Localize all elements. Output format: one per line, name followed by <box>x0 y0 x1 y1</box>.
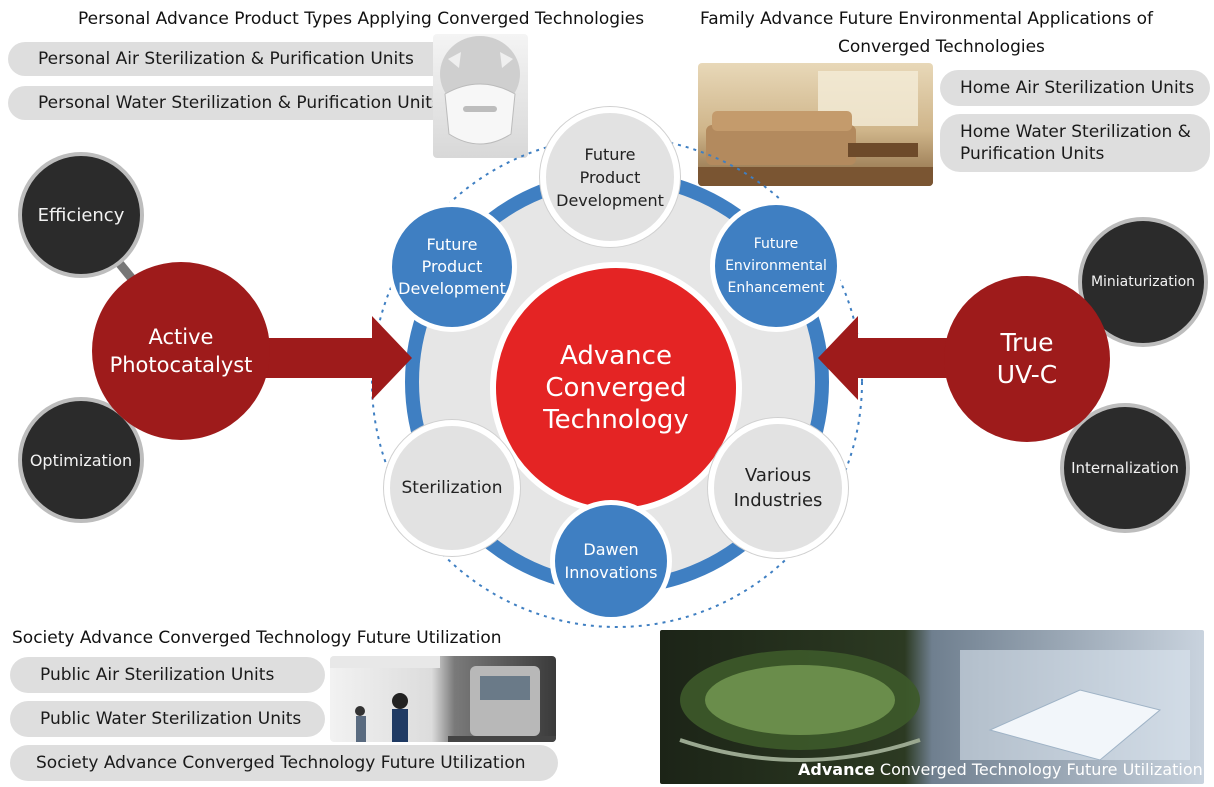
active-photocatalyst-node: Active Photocatalyst <box>92 262 270 440</box>
upper-left-node-line3: Development <box>398 279 506 298</box>
true-uvc-line1: True <box>1000 328 1054 357</box>
family-section-title-line2: Converged Technologies <box>838 37 1045 57</box>
lower-left-node-sterilization: Sterilization <box>384 420 520 556</box>
living-room-photo <box>698 63 933 186</box>
home-water-label-line1: Home Water Sterilization & <box>960 122 1191 142</box>
home-air-pill: Home Air Sterilization Units <box>940 70 1210 106</box>
home-water-pill: Home Water Sterilization & Purification … <box>940 114 1210 172</box>
upper-left-node-future-product-development: Future Product Development <box>387 202 517 332</box>
mask-photo <box>433 34 528 158</box>
lower-right-node-line2: Industries <box>733 490 823 511</box>
lower-left-node-label: Sterilization <box>401 478 503 498</box>
lower-right-node-line1: Various <box>744 465 812 486</box>
active-photocatalyst-line2: Photocatalyst <box>109 353 253 377</box>
bottom-node-line1: Dawen <box>583 540 639 559</box>
public-space-photo <box>330 656 556 742</box>
core-circle: Advance Converged Technology <box>490 262 742 514</box>
society-section-title: Society Advance Converged Technology Fut… <box>12 628 502 648</box>
upper-right-node-line3: Enhancement <box>727 280 825 296</box>
core-label-line1: Advance <box>560 341 672 371</box>
true-uvc-line2: UV-C <box>996 360 1058 389</box>
photo-caption: Advance Converged Technology Future Util… <box>798 760 1203 779</box>
left-arrow <box>250 316 412 400</box>
upper-right-node-line1: Future <box>753 236 799 252</box>
bottom-node-dawen-innovations: Dawen Innovations <box>550 500 672 622</box>
personal-section-title: Personal Advance Product Types Applying … <box>78 9 645 29</box>
right-arrow <box>818 316 965 400</box>
family-section-title-line1: Family Advance Future Environmental Appl… <box>700 9 1153 29</box>
home-water-label-line2: Purification Units <box>960 144 1105 164</box>
core-label-line2: Converged <box>545 373 687 403</box>
future-utilization-photo: Advance Converged Technology Future Util… <box>660 630 1204 784</box>
upper-left-node-line2: Product <box>421 257 483 276</box>
top-node-line2: Product <box>579 167 641 187</box>
top-node-line3: Development <box>556 190 664 210</box>
upper-right-node-line2: Environmental <box>725 258 827 274</box>
lower-right-node-various-industries: Various Industries <box>708 418 848 558</box>
active-photocatalyst-line1: Active <box>148 325 214 349</box>
efficiency-node: Efficiency <box>18 152 144 278</box>
society-utilization-pill: Society Advance Converged Technology Fut… <box>10 745 558 781</box>
personal-air-pill: Personal Air Sterilization & Purificatio… <box>8 42 453 76</box>
photo-caption-bold: Advance <box>798 760 875 779</box>
core-label-line3: Technology <box>543 405 689 435</box>
public-air-pill: Public Air Sterilization Units <box>10 657 325 693</box>
personal-water-pill: Personal Water Sterilization & Purificat… <box>8 86 453 120</box>
upper-left-node-line1: Future <box>426 235 478 254</box>
top-node-future-product-development: Future Product Development <box>540 107 680 247</box>
upper-right-node-future-environmental-enhancement: Future Environmental Enhancement <box>710 200 842 332</box>
top-node-line1: Future <box>584 144 636 164</box>
photo-caption-rest: Converged Technology Future Utilization <box>879 760 1203 779</box>
internalization-node: Internalization <box>1060 403 1190 533</box>
public-water-pill: Public Water Sterilization Units <box>10 701 325 737</box>
bottom-node-line2: Innovations <box>564 563 658 582</box>
true-uvc-node: True UV-C <box>944 276 1110 442</box>
